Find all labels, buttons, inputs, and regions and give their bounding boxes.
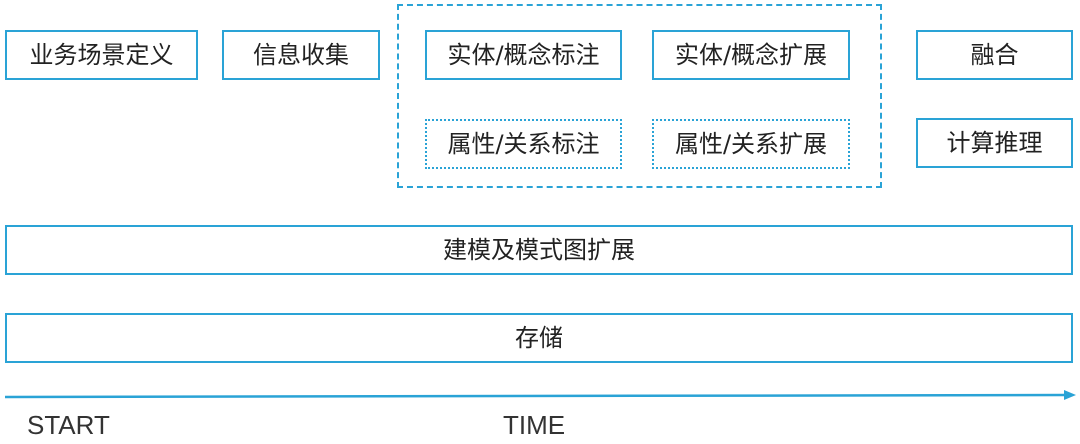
info-collection-box: 信息收集 bbox=[222, 30, 380, 80]
start-label: START bbox=[27, 410, 110, 440]
fusion-label: 融合 bbox=[970, 41, 1019, 69]
fusion-box: 融合 bbox=[916, 30, 1073, 80]
modeling-layer-label: 建模及模式图扩展 bbox=[443, 236, 635, 264]
computation-reasoning-box: 计算推理 bbox=[916, 118, 1073, 168]
entity-concept-annotation-box: 实体/概念标注 bbox=[425, 30, 622, 80]
attribute-relation-expansion-box: 属性/关系扩展 bbox=[652, 119, 850, 169]
entity-concept-expansion-label: 实体/概念扩展 bbox=[674, 41, 828, 69]
computation-reasoning-label: 计算推理 bbox=[946, 129, 1043, 157]
attribute-relation-expansion-label: 属性/关系扩展 bbox=[674, 130, 828, 158]
scenario-definition-label: 业务场景定义 bbox=[29, 41, 174, 69]
attribute-relation-annotation-box: 属性/关系标注 bbox=[425, 119, 622, 169]
attribute-relation-annotation-label: 属性/关系标注 bbox=[447, 130, 600, 158]
entity-concept-annotation-label: 实体/概念标注 bbox=[447, 41, 600, 69]
entity-concept-expansion-box: 实体/概念扩展 bbox=[652, 30, 850, 80]
time-axis-arrowhead bbox=[1064, 390, 1076, 400]
modeling-layer-box: 建模及模式图扩展 bbox=[5, 225, 1073, 275]
storage-layer-label: 存储 bbox=[515, 324, 563, 352]
info-collection-label: 信息收集 bbox=[253, 41, 349, 69]
scenario-definition-box: 业务场景定义 bbox=[5, 30, 198, 80]
annotation-expansion-group bbox=[397, 4, 882, 188]
storage-layer-box: 存储 bbox=[5, 313, 1073, 363]
time-axis-line bbox=[4, 393, 1067, 399]
time-label: TIME bbox=[503, 410, 566, 440]
